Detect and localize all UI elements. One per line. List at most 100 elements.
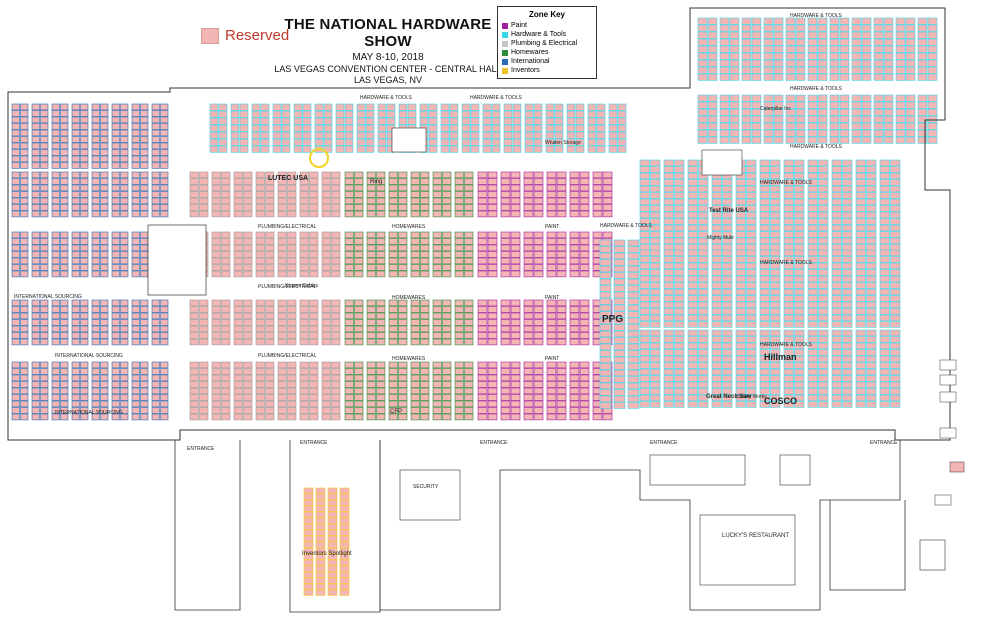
booth: [140, 244, 149, 252]
booth: [746, 368, 757, 376]
booth: [40, 270, 49, 278]
booth: [763, 59, 774, 67]
booth: [432, 413, 442, 421]
booth: [31, 149, 40, 156]
booth: [818, 269, 829, 276]
booth: [40, 257, 49, 265]
booth: [794, 314, 805, 322]
booth: [879, 349, 890, 356]
booth: [302, 131, 312, 139]
booth: [331, 332, 341, 339]
booth: [500, 210, 511, 218]
booth: [80, 338, 89, 346]
booth: [546, 210, 557, 218]
booth: [639, 211, 650, 219]
booth: [131, 413, 140, 421]
booth: [309, 204, 319, 211]
booth: [729, 73, 740, 81]
booth: [120, 257, 129, 265]
booth: [309, 407, 319, 414]
booth: [842, 244, 853, 251]
booth: [366, 306, 376, 313]
booth: [639, 381, 650, 389]
booth: [613, 350, 626, 357]
booth: [420, 368, 430, 375]
booth: [487, 178, 498, 185]
booth: [388, 197, 398, 205]
booth: [697, 38, 708, 46]
booth: [31, 319, 40, 326]
booth: [40, 162, 49, 169]
booth: [556, 178, 567, 185]
booth: [321, 312, 331, 320]
booth: [617, 124, 627, 132]
booth: [569, 312, 580, 320]
booth: [160, 171, 169, 179]
booth: [331, 312, 341, 320]
booth: [839, 122, 850, 130]
booth: [873, 38, 884, 46]
booth: [794, 308, 805, 315]
booth: [783, 256, 794, 263]
booth: [746, 205, 757, 212]
booth: [265, 197, 275, 205]
booth: [366, 325, 376, 333]
booth: [722, 295, 733, 302]
booth: [617, 103, 627, 111]
booth: [759, 275, 770, 283]
booth: [131, 184, 140, 192]
booth: [482, 110, 492, 118]
booth: [599, 278, 612, 286]
booth: [759, 388, 770, 395]
booth: [51, 244, 60, 252]
booth: [523, 325, 534, 333]
booth: [883, 59, 894, 67]
booth: [31, 171, 40, 179]
booth: [91, 149, 100, 156]
booth: [866, 179, 877, 186]
booth: [100, 116, 109, 124]
booth: [523, 178, 534, 185]
booth: [299, 197, 309, 205]
booth: [303, 505, 314, 512]
booth: [376, 204, 386, 211]
booth: [120, 129, 129, 137]
booth: [71, 178, 80, 185]
booth: [376, 270, 386, 278]
booth: [503, 103, 513, 111]
booth: [674, 336, 685, 343]
booth: [639, 329, 650, 337]
booth: [299, 374, 309, 382]
booth: [91, 332, 100, 339]
booth: [151, 191, 160, 198]
booth: [842, 237, 853, 245]
booth: [309, 191, 319, 198]
booth: [11, 361, 20, 369]
booth: [51, 338, 60, 346]
booth: [895, 129, 906, 137]
booth: [866, 355, 877, 363]
booth: [818, 185, 829, 193]
booth: [842, 172, 853, 180]
booth: [491, 138, 501, 146]
booth: [120, 361, 129, 369]
booth: [60, 407, 69, 414]
booth: [613, 363, 626, 370]
booth: [927, 129, 938, 137]
booth: [735, 375, 746, 382]
booth: [831, 179, 842, 186]
booth: [211, 400, 221, 408]
booth: [807, 355, 818, 363]
booth: [698, 329, 709, 337]
booth: [523, 210, 534, 218]
booth: [199, 361, 209, 369]
booth: [221, 244, 231, 252]
booth: [546, 264, 557, 271]
booth: [111, 210, 120, 218]
booth: [366, 407, 376, 414]
booth: [151, 394, 160, 401]
booth: [243, 264, 253, 271]
booth: [365, 131, 375, 139]
booth: [131, 155, 140, 163]
booth: [546, 319, 557, 326]
